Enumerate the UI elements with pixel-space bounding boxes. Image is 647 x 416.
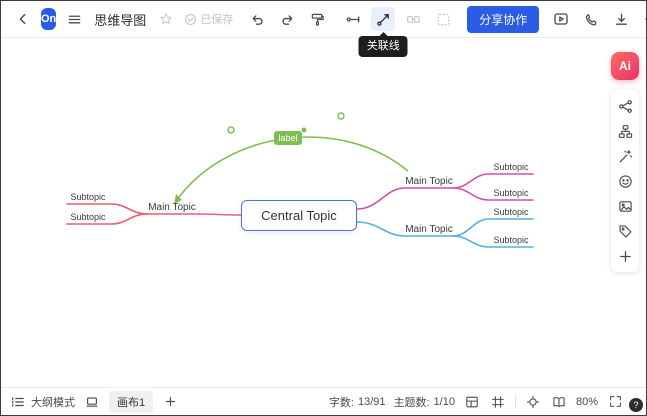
outline-mode-icon (9, 393, 27, 411)
connector-line-tool[interactable] (341, 7, 365, 31)
sticker-smiley-icon[interactable] (614, 170, 636, 192)
central-topic-node[interactable]: Central Topic (241, 200, 357, 231)
magic-wand-icon[interactable] (614, 145, 636, 167)
frame-icon[interactable] (489, 393, 507, 411)
right-top-main-topic-node[interactable]: Main Topic (405, 176, 453, 187)
right-top-branch-lines (356, 173, 534, 210)
outline-mode-label: 大纲模式 (31, 396, 75, 409)
right-tool-panel (611, 90, 639, 272)
merge-nodes-icon[interactable] (401, 7, 425, 31)
structure-icon[interactable] (614, 95, 636, 117)
right-bottom-subtopic-node[interactable]: Subtopic (493, 207, 529, 217)
relation-label[interactable]: label (274, 131, 302, 145)
save-status-label: 已保存 (200, 14, 234, 26)
left-main-topic-node[interactable]: Main Topic (148, 202, 196, 213)
more-tools-button[interactable] (614, 245, 636, 267)
locate-icon[interactable] (524, 393, 542, 411)
send-icon[interactable] (639, 7, 646, 31)
topic-count-value: 1/10 (433, 395, 455, 408)
word-count-label: 字数: (328, 396, 354, 409)
relation-arrowhead (174, 194, 182, 204)
canvas[interactable]: Central Topic label Main Topic Subtopic … (1, 38, 646, 387)
help-button[interactable]: ? (629, 398, 643, 412)
relation-label-handle (301, 127, 307, 133)
left-subtopic-node[interactable]: Subtopic (70, 192, 106, 202)
redo-button[interactable] (275, 7, 299, 31)
pages-icon[interactable] (550, 393, 568, 411)
image-icon[interactable] (614, 195, 636, 217)
zoom-level[interactable]: 80% (575, 395, 598, 408)
right-bottom-main-topic-node[interactable]: Main Topic (405, 224, 453, 235)
undo-button[interactable] (245, 7, 269, 31)
device-icon[interactable] (83, 393, 101, 411)
minimap-icon[interactable] (463, 393, 481, 411)
right-bottom-subtopic-node[interactable]: Subtopic (493, 235, 529, 245)
mindmap-links (66, 112, 534, 248)
outline-mode-toggle[interactable]: 大纲模式 (9, 393, 75, 411)
add-canvas-button[interactable] (161, 393, 179, 411)
left-subtopic-node[interactable]: Subtopic (70, 212, 106, 222)
presentation-icon[interactable] (549, 7, 573, 31)
right-bottom-branch-lines (356, 218, 534, 248)
topic-count: 主题数: 1/10 (393, 394, 454, 410)
tag-icon[interactable] (614, 220, 636, 242)
status-bar: 大纲模式 画布1 字数: 13/91 主题数: 1/10 (1, 387, 646, 415)
word-count-value: 13/91 (357, 395, 386, 408)
org-chart-icon[interactable] (614, 120, 636, 142)
top-toolbar: On 思维导图 已保存 关联线 (1, 1, 646, 57)
word-count: 字数: 13/91 (329, 394, 386, 410)
canvas-tab-label: 画布1 (117, 396, 146, 409)
relation-control-point (227, 126, 235, 134)
topic-count-label: 主题数: (393, 396, 430, 409)
right-top-subtopic-node[interactable]: Subtopic (493, 162, 529, 172)
relation-line-tooltip: 关联线 (358, 32, 408, 57)
format-painter-icon[interactable] (305, 7, 329, 31)
save-status: 已保存 (184, 11, 233, 27)
app-logo[interactable]: On (41, 8, 57, 30)
fullscreen-icon[interactable] (606, 393, 624, 411)
saved-check-icon (185, 13, 197, 25)
right-top-subtopic-node[interactable]: Subtopic (493, 188, 529, 198)
menu-icon[interactable] (62, 7, 86, 31)
relation-line-tool[interactable]: 关联线 (358, 7, 408, 57)
relation-curve (174, 112, 409, 204)
ai-assistant-button[interactable]: Ai (611, 52, 639, 80)
star-icon[interactable] (154, 7, 178, 31)
back-button[interactable] (11, 7, 35, 31)
divider (514, 394, 516, 409)
frame-select-icon[interactable] (431, 7, 455, 31)
call-icon[interactable] (579, 7, 603, 31)
document-title[interactable]: 思维导图 (94, 12, 147, 28)
canvas-tab[interactable]: 画布1 (109, 390, 154, 413)
download-icon[interactable] (609, 7, 633, 31)
relation-control-point (337, 112, 345, 120)
left-branch-lines (66, 203, 242, 225)
share-collab-button[interactable]: 分享协作 (467, 5, 540, 33)
